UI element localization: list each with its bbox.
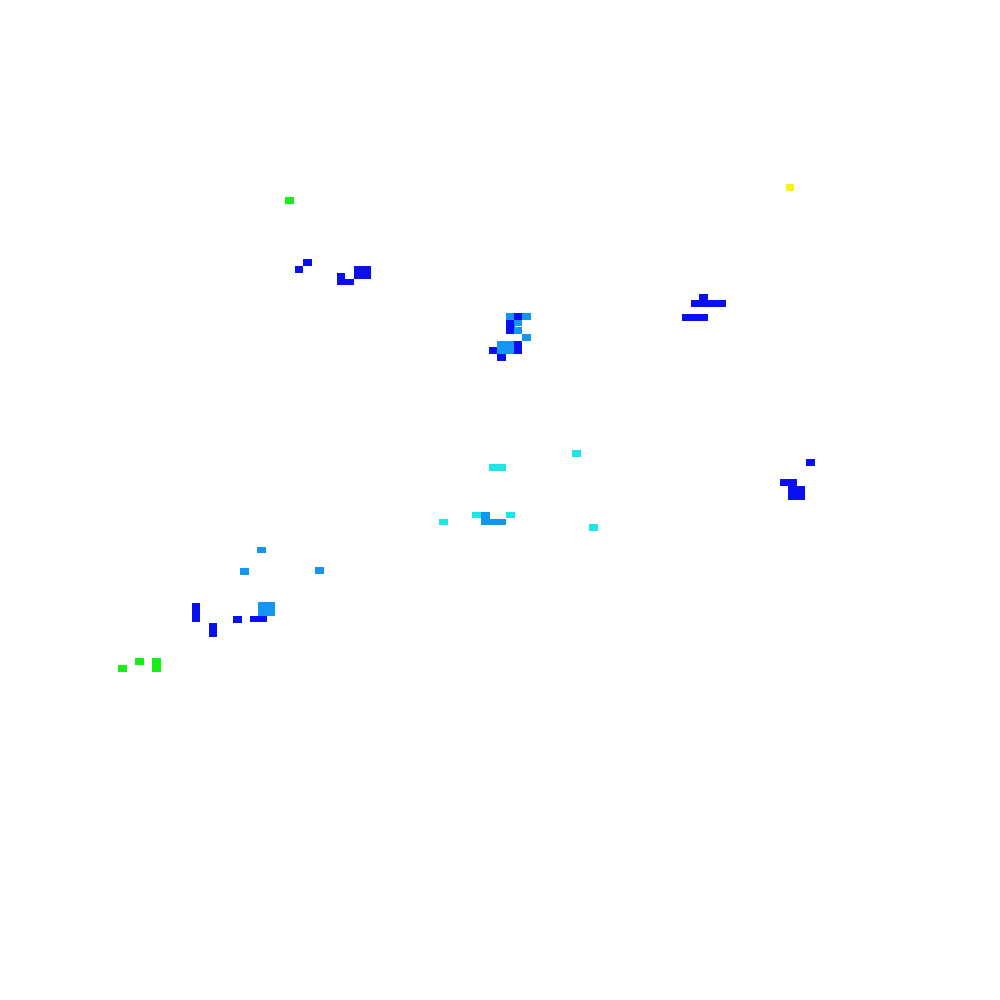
yellow-pixel-block (786, 184, 794, 191)
green-dot-top-left (285, 197, 294, 204)
mid-blue-pixel-block (481, 512, 490, 525)
mid-blue-pixel-block (497, 341, 514, 354)
dark-blue-pixel-block (337, 279, 354, 285)
blue-cluster-upper-left (295, 259, 371, 285)
mid-blue-pixel-block (514, 320, 522, 326)
cyan-pixel-block (572, 450, 581, 457)
yellow-dot-top-right (786, 184, 794, 191)
mid-blue-pixel-block (257, 547, 266, 553)
dark-blue-pixel-block (806, 459, 815, 466)
mid-blue-pixel-block (240, 568, 249, 575)
dark-blue-pixel-block (233, 616, 242, 623)
cyan-pixel-block (439, 519, 448, 525)
dark-blue-pixel-block (209, 623, 217, 637)
cyan-cluster-center (439, 450, 598, 531)
dark-blue-pixel-block (717, 300, 726, 307)
mixed-cluster-lower-left (192, 547, 324, 637)
mid-blue-pixel-block (258, 602, 275, 616)
mixed-cluster-center-top (489, 313, 531, 361)
dark-blue-pixel-block (192, 603, 200, 622)
dark-blue-pixel-block (691, 300, 717, 307)
dark-blue-pixel-block (514, 341, 522, 354)
cyan-pixel-block (489, 464, 506, 471)
cyan-pixel-block (506, 512, 515, 518)
dark-blue-pixel-block (489, 347, 497, 354)
dark-blue-pixel-block (497, 354, 506, 361)
blue-cluster-upper-right (682, 294, 726, 321)
green-pixel-block (135, 658, 144, 665)
cyan-pixel-block (472, 512, 481, 518)
blue-cluster-right (780, 459, 815, 500)
cyan-pixel-block (589, 524, 598, 531)
dark-blue-pixel-block (780, 479, 797, 486)
mid-blue-pixel-block (522, 334, 531, 341)
green-pixel-block (152, 658, 161, 672)
mid-blue-pixel-block (315, 567, 324, 574)
mid-blue-pixel-block (514, 327, 522, 334)
green-pixel-block (118, 665, 127, 672)
dark-blue-pixel-block (337, 273, 345, 279)
dark-blue-pixel-block (295, 266, 303, 273)
dark-blue-pixel-block (354, 266, 371, 279)
dark-blue-pixel-block (682, 314, 708, 321)
green-cluster-bottom-left (118, 658, 161, 672)
dark-blue-pixel-block (250, 616, 267, 622)
dark-blue-pixel-block (788, 486, 805, 500)
dark-blue-pixel-block (303, 259, 312, 266)
mid-blue-pixel-block (489, 519, 506, 525)
dark-blue-pixel-block (699, 294, 708, 300)
dark-blue-pixel-block (514, 313, 522, 320)
dark-blue-pixel-block (506, 320, 515, 334)
green-pixel-block (285, 197, 294, 204)
mid-blue-pixel-block (522, 313, 531, 320)
mid-blue-pixel-block (506, 313, 515, 320)
